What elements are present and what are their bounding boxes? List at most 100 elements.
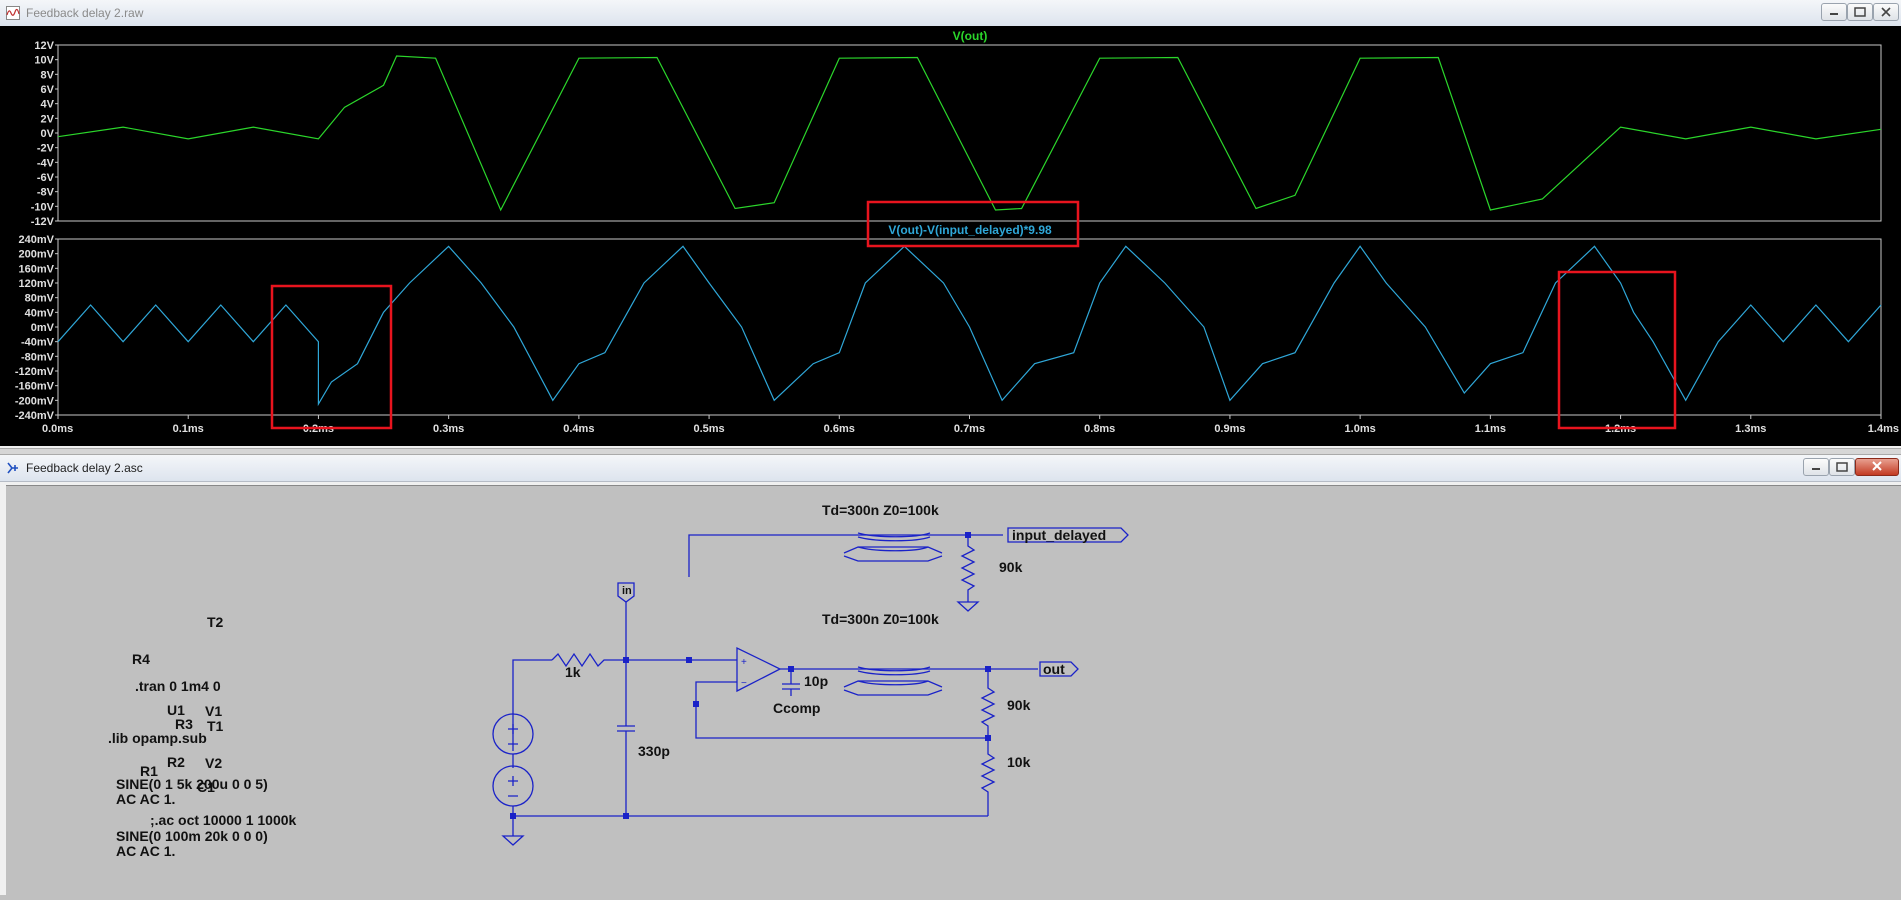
port-out-label[interactable]: out [1043, 661, 1065, 677]
ccomp-name[interactable]: Ccomp [773, 700, 820, 716]
tline-bottom[interactable] [843, 666, 943, 696]
ground-symbol [501, 835, 525, 846]
waveform-chart[interactable]: V(out) V(out)-V(input_delayed)*9.98 12V 1… [0, 26, 1901, 446]
highlight-box-glitch-right [1557, 270, 1677, 430]
y-tick-label: -160mV [15, 381, 55, 393]
waveform-plot-area[interactable]: V(out) V(out)-V(input_delayed)*9.98 12V 1… [0, 26, 1901, 446]
schematic-drawing[interactable]: + − Td=300n Z0=100k input_delayed 90k Td… [6, 486, 1901, 896]
x-tick-label: 0.9ms [1214, 423, 1245, 435]
minimize-button[interactable] [1821, 3, 1847, 21]
label-c1[interactable]: C1 [197, 779, 215, 795]
x-tick-label: 0.6ms [824, 423, 855, 435]
ccomp-value[interactable]: 10p [804, 673, 828, 689]
y-tick-label: -12V [31, 216, 55, 228]
y-tick-label: -8V [37, 187, 55, 199]
wire-source-top[interactable] [512, 659, 552, 751]
trace-vout-minus-delayed[interactable] [57, 245, 1882, 407]
directive-ac-comment[interactable]: ;.ac oct 10000 1 1000k [150, 812, 297, 828]
resistor-10k[interactable] [980, 738, 996, 816]
label-r1[interactable]: R1 [140, 763, 158, 779]
minimize-button[interactable] [1803, 458, 1829, 476]
maximize-button[interactable] [1847, 3, 1873, 21]
close-button[interactable] [1873, 3, 1899, 21]
label-r3[interactable]: R3 [175, 716, 193, 732]
x-tick-label: 0.0ms [42, 423, 73, 435]
waveform-window-title: Feedback delay 2.raw [26, 6, 144, 20]
y-tick-label: 2V [41, 113, 55, 125]
y-tick-label: -240mV [15, 410, 55, 422]
tline-top[interactable] [843, 532, 943, 562]
y-tick-label: -80mV [21, 351, 55, 363]
v2-ac-spec[interactable]: AC AC 1. [116, 843, 175, 859]
port-in-shape[interactable] [617, 582, 635, 603]
y-tick-label: 12V [34, 40, 54, 52]
y-tick-label: 200mV [19, 249, 55, 261]
pane2-trace-label[interactable]: V(out)-V(input_delayed)*9.98 [888, 223, 1052, 237]
x-tick-label: 0.7ms [954, 423, 985, 435]
y-tick-label: 240mV [19, 234, 55, 246]
schematic-window-title: Feedback delay 2.asc [26, 461, 143, 475]
capacitor-ccomp[interactable] [782, 669, 800, 696]
close-button[interactable] [1855, 458, 1899, 476]
port-input-delayed-label[interactable]: input_delayed [1012, 527, 1106, 543]
v1-sine-spec[interactable]: SINE(0 1 5k 200u 0 0 5) [116, 776, 268, 792]
schematic-window-titlebar[interactable]: Feedback delay 2.asc [0, 455, 1901, 482]
y-tick-label: 40mV [25, 307, 55, 319]
close-icon [1872, 461, 1882, 471]
opamp-symbol[interactable] [736, 646, 782, 693]
ground-symbol [956, 601, 980, 612]
label-v1[interactable]: V1 [205, 703, 222, 719]
wire-feedback[interactable] [695, 681, 988, 739]
label-r4[interactable]: R4 [132, 651, 150, 667]
y-tick-label: 6V [41, 84, 55, 96]
port-out-shape[interactable] [1039, 661, 1079, 677]
x-tick-label: 1.4ms [1868, 423, 1899, 435]
directive-lib[interactable]: .lib opamp.sub [108, 730, 207, 746]
y-tick-label: -120mV [15, 366, 55, 378]
resistor-1k[interactable] [551, 652, 689, 668]
label-t2[interactable]: T2 [207, 614, 224, 630]
resistor-90k-fb[interactable] [980, 669, 996, 738]
pane1-frame [57, 44, 1882, 222]
label-u1[interactable]: U1 [167, 702, 185, 718]
r-top-value[interactable]: 90k [999, 559, 1023, 575]
r-fb-value[interactable]: 90k [1007, 697, 1031, 713]
svg-text:+: + [741, 657, 747, 668]
tline-bottom-label[interactable]: Td=300n Z0=100k [822, 611, 939, 627]
minimize-icon [1812, 468, 1820, 470]
port-input-delayed-shape[interactable] [1007, 527, 1129, 543]
v2-sine-spec[interactable]: SINE(0 100m 20k 0 0 0) [116, 828, 268, 844]
x-tick-label: 1.1ms [1475, 423, 1506, 435]
resistor-90k-top[interactable] [960, 535, 976, 602]
r-gnd-value[interactable]: 10k [1007, 754, 1031, 770]
x-tick-label: 0.3ms [433, 423, 464, 435]
wire-top[interactable] [688, 534, 968, 577]
restore-icon [1854, 7, 1866, 17]
y-tick-label: -200mV [15, 395, 55, 407]
maximize-button[interactable] [1829, 458, 1855, 476]
x-tick-label: 0.4ms [563, 423, 594, 435]
y-tick-label: 120mV [19, 278, 55, 290]
trace-vout[interactable] [57, 55, 1882, 212]
y-tick-label: 4V [41, 99, 55, 111]
schematic-canvas[interactable]: + − Td=300n Z0=100k input_delayed 90k Td… [6, 485, 1901, 896]
c-shunt-value[interactable]: 330p [638, 743, 670, 759]
capacitor-330p[interactable] [617, 660, 635, 816]
schematic-app-icon [7, 462, 18, 474]
x-tick-label: 0.1ms [173, 423, 204, 435]
label-t1[interactable]: T1 [207, 718, 224, 734]
v1-ac-spec[interactable]: AC AC 1. [116, 791, 175, 807]
label-v2[interactable]: V2 [205, 755, 222, 771]
pane1-trace-label[interactable]: V(out) [953, 29, 988, 43]
tline-top-label[interactable]: Td=300n Z0=100k [822, 502, 939, 518]
label-r2[interactable]: R2 [167, 754, 185, 770]
y-tick-label: -10V [31, 201, 55, 213]
y-tick-label: 8V [41, 69, 55, 81]
waveform-window-titlebar[interactable]: Feedback delay 2.raw [0, 0, 1901, 27]
directive-tran[interactable]: .tran 0 1m4 0 [135, 678, 221, 694]
y-tick-label: 0mV [31, 322, 55, 334]
r-series-value[interactable]: 1k [565, 664, 581, 680]
x-tick-label: 0.8ms [1084, 423, 1115, 435]
window-splitter[interactable] [0, 448, 1901, 455]
port-in-label[interactable]: in [622, 585, 632, 597]
